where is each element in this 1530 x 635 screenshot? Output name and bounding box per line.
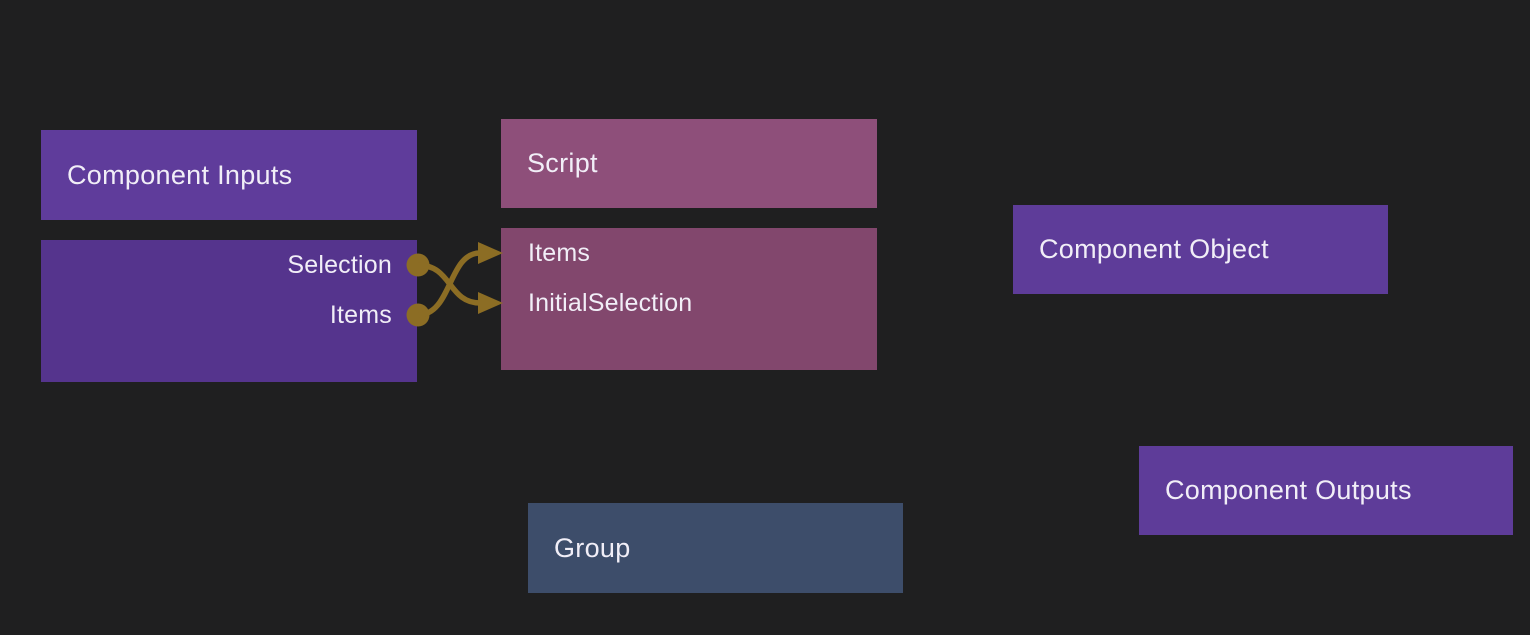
node-component-outputs-title: Component Outputs [1165,475,1412,505]
node-component-object-title: Component Object [1039,234,1269,264]
node-group-header[interactable]: Group [528,503,903,593]
wire-items-to-items[interactable] [417,250,481,318]
node-component-outputs[interactable]: Component Outputs [1139,446,1513,535]
node-script-header[interactable]: Script [501,119,877,208]
node-group[interactable]: Group [528,503,903,593]
node-component-inputs-title: Component Inputs [67,159,293,190]
output-port-selection[interactable]: Selection [41,240,417,290]
arrowhead-initialselection-icon [478,292,503,314]
node-component-object-header[interactable]: Component Object [1013,205,1388,294]
output-port-selection-label: Selection [287,250,392,279]
input-port-initialselection[interactable]: InitialSelection [501,278,877,328]
node-group-title: Group [554,532,631,563]
output-port-items-label: Items [329,300,392,329]
node-script[interactable]: Script Items InitialSelection [501,119,877,370]
output-port-items[interactable]: Items [41,290,417,340]
node-component-outputs-header[interactable]: Component Outputs [1139,446,1513,535]
node-script-body: Items InitialSelection [501,228,877,370]
wire-selection-to-initialselection[interactable] [417,262,481,306]
node-script-title: Script [527,148,598,178]
input-port-items-label: Items [528,238,591,267]
input-port-items[interactable]: Items [501,228,877,278]
arrowhead-items-icon [478,242,503,264]
node-component-inputs-header[interactable]: Component Inputs [41,130,417,220]
node-component-object[interactable]: Component Object [1013,205,1388,294]
input-port-initialselection-label: InitialSelection [528,288,693,317]
node-component-inputs[interactable]: Component Inputs Selection Items [41,130,417,382]
node-component-inputs-body: Selection Items [41,240,417,382]
